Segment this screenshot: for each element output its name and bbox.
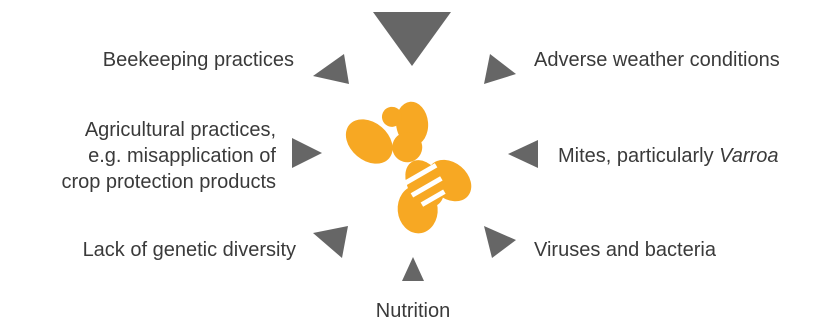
arrow-upper-left-icon xyxy=(313,54,349,84)
arrow-right-icon xyxy=(508,140,538,168)
arrow-lower-right-icon xyxy=(484,226,516,258)
label-genetic: Lack of genetic diversity xyxy=(82,239,296,261)
label-mites-italic: Varroa xyxy=(719,145,779,167)
label-weather: Adverse weather conditions xyxy=(534,49,780,71)
label-agricultural: Agricultural practices, e.g. misapplicat… xyxy=(6,117,276,195)
arrow-left-icon xyxy=(292,138,322,168)
label-beekeeping: Beekeeping practices xyxy=(102,49,294,71)
label-mites-prefix: Mites, particularly xyxy=(558,145,720,167)
arrow-lower-left-icon xyxy=(313,226,348,258)
label-agricultural-line-3: crop protection products xyxy=(61,171,276,193)
arrow-top-icon xyxy=(373,12,451,66)
label-viruses: Viruses and bacteria xyxy=(534,239,716,261)
arrow-upper-right-icon xyxy=(484,54,516,84)
bee-icon xyxy=(345,101,472,234)
arrow-bottom-icon xyxy=(402,257,424,281)
label-agricultural-line-2: e.g. misapplication of xyxy=(88,145,276,167)
label-mites: Mites, particularly Varroa xyxy=(558,143,778,169)
label-agricultural-line-1: Agricultural practices, xyxy=(84,119,276,141)
label-nutrition: Nutrition xyxy=(375,300,451,322)
